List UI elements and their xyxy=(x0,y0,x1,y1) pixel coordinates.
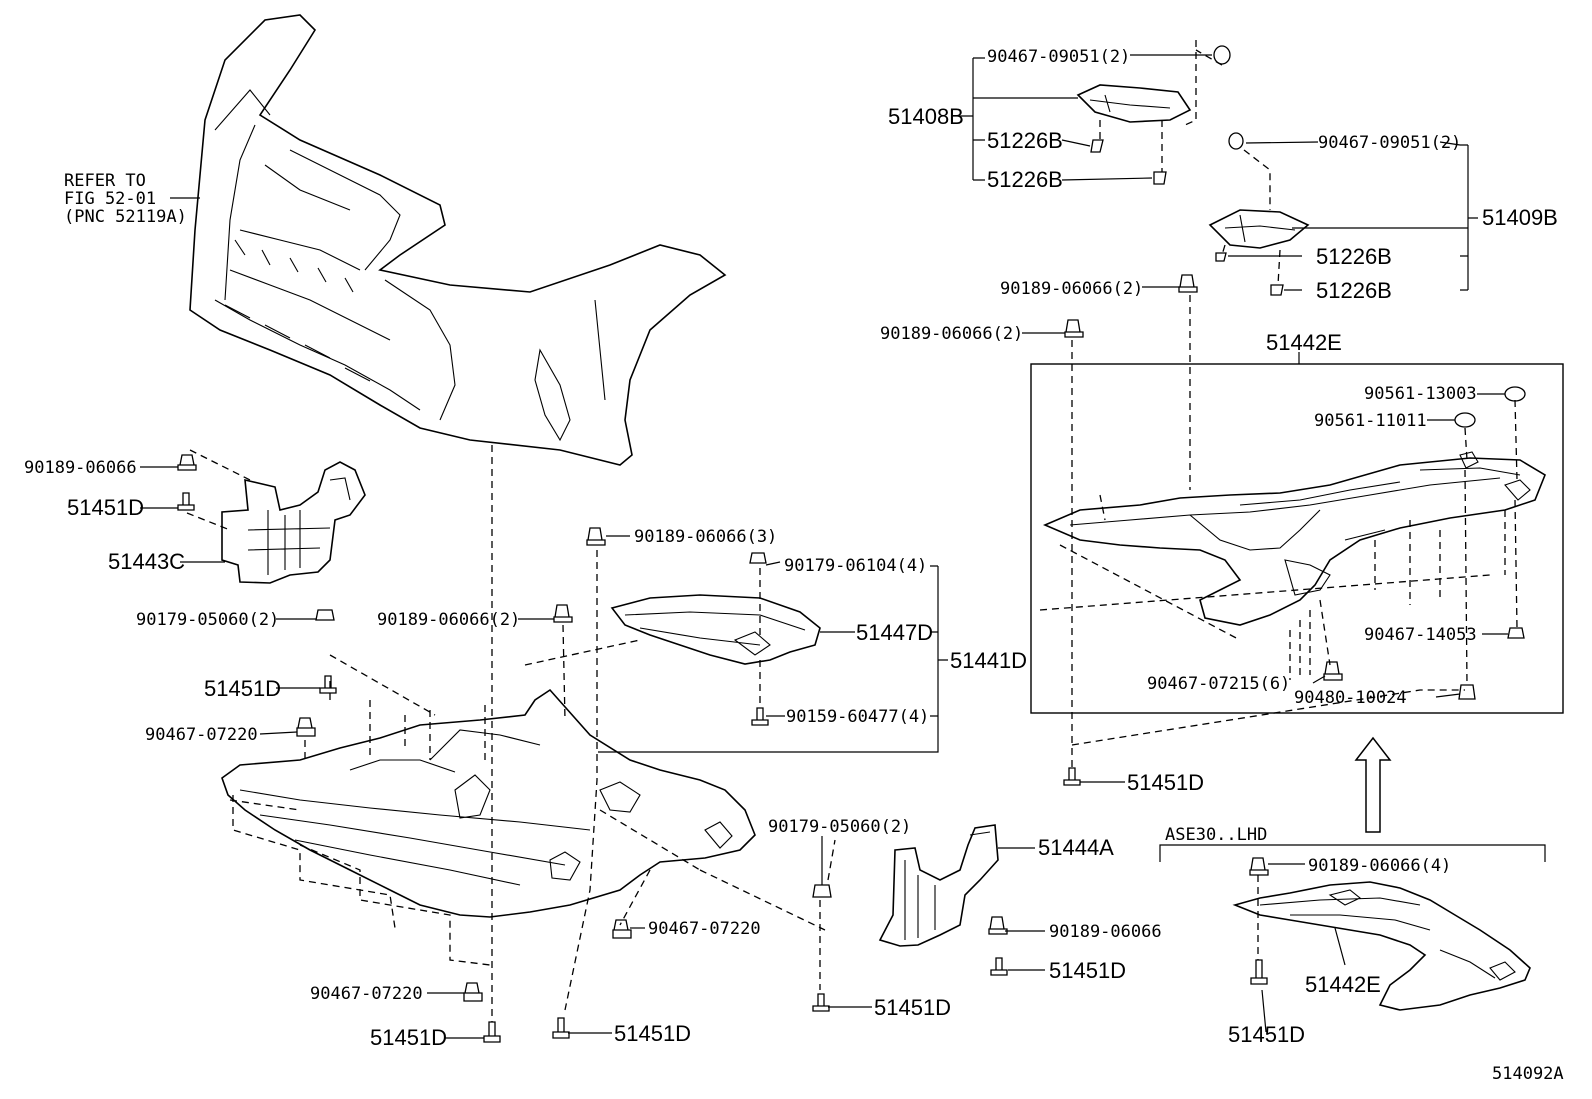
fastener-icons xyxy=(177,139,1526,1043)
label-51447d: 51447D xyxy=(856,620,933,645)
label-90189-06066-2a: 90189-06066(2) xyxy=(1000,279,1143,299)
label-51441d: 51441D xyxy=(950,648,1027,673)
label-90467-14053: 90467-14053 xyxy=(1364,625,1477,645)
label-90189-06066-4: 90189-06066(4) xyxy=(1308,856,1451,876)
label-90467-07220-b: 90467-07220 xyxy=(648,919,761,939)
lhd-bracket xyxy=(1159,844,1546,862)
label-90189-06066-3: 90189-06066(3) xyxy=(634,527,777,547)
labels: REFER TO FIG 52-01 (PNC 52119A) 51408B 5… xyxy=(24,47,1564,1084)
frame-lines xyxy=(598,57,1564,862)
label-51451d-6: 51451D xyxy=(874,995,951,1020)
label-90467-07220-a: 90467-07220 xyxy=(145,725,258,745)
label-51451d-7: 51451D xyxy=(1127,770,1204,795)
label-51451d-1: 51451D xyxy=(67,495,144,520)
label-90159-60477: 90159-60477(4) xyxy=(786,707,929,727)
reference-note-line3: (PNC 52119A) xyxy=(64,207,187,227)
variant-label: ASE30..LHD xyxy=(1165,825,1267,845)
figure-id: 514092A xyxy=(1492,1064,1564,1084)
label-90467-09051-b: 90467-09051(2) xyxy=(1318,133,1461,153)
label-51451d-5: 51451D xyxy=(614,1021,691,1046)
label-90561-11011: 90561-11011 xyxy=(1314,411,1427,431)
label-51442e-top: 51442E xyxy=(1266,330,1342,355)
label-51442e-low: 51442E xyxy=(1305,972,1381,997)
label-90189-06066-mid: 90189-06066(2) xyxy=(377,610,520,630)
main-under-cover xyxy=(221,688,756,918)
label-51226b-1: 51226B xyxy=(987,128,1063,153)
bracket-51408b xyxy=(1076,45,1231,123)
label-90179-05060-left: 90179-05060(2) xyxy=(136,610,279,630)
detail-box-51442e xyxy=(1030,363,1564,714)
front-bumper-cover xyxy=(189,14,727,466)
label-51226b-4: 51226B xyxy=(1316,278,1392,303)
label-90561-13003: 90561-13003 xyxy=(1364,384,1477,404)
label-51451d-8: 51451D xyxy=(1228,1022,1305,1047)
under-cover-51442e-lhd xyxy=(1232,881,1531,1011)
side-panel-51444a xyxy=(878,824,999,947)
label-90189-06066-right: 90189-06066 xyxy=(1049,922,1162,942)
under-cover-51447d xyxy=(610,594,821,665)
under-cover-51442e-main xyxy=(1042,451,1546,626)
side-panel-51443c xyxy=(221,461,366,584)
up-arrow-icon xyxy=(1354,736,1392,833)
label-51451d-2: 51451D xyxy=(204,676,281,701)
label-51443c: 51443C xyxy=(108,549,185,574)
label-51451d-3: 51451D xyxy=(1049,958,1126,983)
label-90189-06066-2b: 90189-06066(2) xyxy=(880,324,1023,344)
label-90189-06066-left: 90189-06066 xyxy=(24,458,137,478)
label-90467-07220-c: 90467-07220 xyxy=(310,984,423,1004)
label-90179-06104: 90179-06104(4) xyxy=(784,556,927,576)
label-51409b: 51409B xyxy=(1482,205,1558,230)
label-51226b-2: 51226B xyxy=(987,167,1063,192)
label-51444a: 51444A xyxy=(1038,835,1114,860)
label-90467-07215: 90467-07215(6) xyxy=(1147,674,1290,694)
label-90179-05060-right: 90179-05060(2) xyxy=(768,817,911,837)
label-51408b: 51408B xyxy=(888,104,964,129)
label-51226b-3: 51226B xyxy=(1316,244,1392,269)
leader-lines xyxy=(140,54,1508,1039)
label-90467-09051-a: 90467-09051(2) xyxy=(987,47,1130,67)
label-51451d-4: 51451D xyxy=(370,1025,447,1050)
label-90480-10024: 90480-10024 xyxy=(1294,688,1407,708)
reference-note-line1: REFER TO xyxy=(64,171,146,191)
reference-note-line2: FIG 52-01 xyxy=(64,189,156,209)
assembly-dashed-lines xyxy=(186,40,1518,1022)
bracket-51409b xyxy=(1208,132,1310,249)
